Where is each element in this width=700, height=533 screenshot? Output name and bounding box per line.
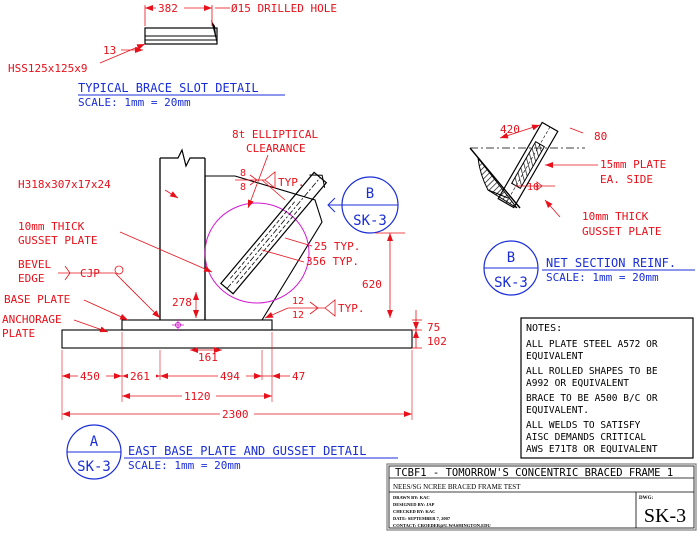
cjp-label: CJP (80, 267, 100, 280)
dim-278: 278 (172, 296, 192, 309)
dim-161: 161 (198, 351, 218, 364)
gusset-label-1: 10mm THICK (18, 220, 85, 233)
weld-12a: 12 (292, 296, 304, 307)
dim-2300: 2300 (222, 408, 249, 421)
section-b-bubble-sheet: SK-3 (494, 275, 528, 291)
dim-450: 450 (80, 370, 100, 383)
note-3-line-2: EQUIVALENT. (526, 405, 589, 416)
dim-1120: 1120 (184, 390, 211, 403)
notes-box: NOTES: ALL PLATE STEEL A572 OR EQUIVALEN… (520, 317, 694, 459)
hss-label: HSS125x125x9 (8, 62, 87, 75)
typ-label-bottom: TYP. (338, 302, 365, 315)
dim-47: 47 (292, 370, 305, 383)
project-title: TCBF1 - TOMORROW'S CONCENTRIC BRACED FRA… (395, 467, 673, 479)
title-block: TCBF1 - TOMORROW'S CONCENTRIC BRACED FRA… (386, 463, 697, 531)
note-3-line-1: BRACE TO BE A500 B/C OR (526, 393, 658, 404)
weld-10: 10 (527, 182, 539, 193)
elliptical-clearance (204, 202, 310, 304)
detail-a: H318x307x17x24 10mm THICK GUSSET PLATE B… (2, 128, 447, 480)
dim-420: 420 (500, 123, 520, 136)
dwg-number: SK-3 (644, 505, 686, 527)
column-label: H318x307x17x24 (18, 178, 111, 191)
drawn-by: DRAWN BY: KAC (393, 495, 430, 500)
section-b-bubble-letter: B (507, 250, 515, 266)
date: DATE: SEPTEMBER 7, 2007 (393, 516, 451, 521)
bevel-label-2: EDGE (18, 272, 45, 285)
gusset-hatch (477, 156, 518, 209)
base-plate (121, 319, 273, 331)
gusset-note-2: GUSSET PLATE (582, 225, 661, 238)
dim-25-typ: 25 TYP. (314, 240, 360, 253)
typ-label-top: TYP. (278, 176, 305, 189)
note-1-line-2: EQUIVALENT (526, 351, 583, 362)
detail-a-title: EAST BASE PLATE AND GUSSET DETAIL (128, 444, 366, 458)
section-b-callout-sheet: SK-3 (353, 213, 387, 229)
project-subtitle: NEES/SG NCREE BRACED FRAME TEST (393, 483, 521, 491)
notes-heading: NOTES: (526, 323, 562, 334)
break-mark (211, 20, 217, 44)
anchorage-label-2: PLATE (2, 327, 35, 340)
anchorage-label-1: ANCHORAGE (2, 313, 62, 326)
dim-75: 75 (427, 321, 440, 334)
dim-494: 494 (220, 370, 240, 383)
dim-80: 80 (594, 130, 607, 143)
note-2-line-1: ALL ROLLED SHAPES TO BE (526, 366, 658, 377)
weld-8b: 8 (240, 182, 246, 193)
gusset-label-2: GUSSET PLATE (18, 234, 97, 247)
elliptical-label-2: CLEARANCE (246, 142, 306, 155)
dim-102: 102 (427, 335, 447, 348)
note-4-line-1: ALL WELDS TO SATISFY (526, 420, 641, 431)
gusset-plate (204, 175, 323, 321)
net-section-title: NET SECTION REINF. (546, 256, 676, 270)
bevel-label-1: BEVEL (18, 258, 51, 271)
slot-detail-title: TYPICAL BRACE SLOT DETAIL (78, 81, 259, 95)
checked-by: CHECKED BY: KAC (393, 509, 435, 514)
section-b-callout-letter: B (366, 186, 374, 202)
dim-261: 261 (130, 370, 150, 383)
note-1-line-1: ALL PLATE STEEL A572 OR (526, 339, 658, 350)
dwg-label: DWG: (639, 496, 654, 501)
brace-slot-detail: 382 Ø15 DRILLED HOLE 13 HSS125x125x9 TYP… (8, 1, 337, 109)
net-section-detail: 420 80 15mm PLATE EA. SIDE 10 10mm THICK… (469, 121, 695, 296)
elliptical-label-1: 8t ELLIPTICAL (232, 128, 318, 141)
column-break (160, 148, 205, 168)
detail-a-bubble-sheet: SK-3 (77, 459, 111, 475)
slot-detail-scale: SCALE: 1mm = 20mm (78, 96, 191, 109)
dim-356-typ: 356 TYP. (306, 255, 359, 268)
contact: CONTACT: CROEDER@U.WASHINGTON.EDU (393, 523, 491, 528)
plate-note-2: EA. SIDE (600, 173, 653, 186)
note-4-line-2: AISC DEMANDS CRITICAL (526, 432, 646, 443)
note-2-line-2: A992 OR EQUIVALENT (526, 378, 629, 389)
gusset-note-1: 10mm THICK (582, 210, 649, 223)
net-section-scale: SCALE: 1mm = 20mm (546, 271, 659, 284)
dim-620: 620 (362, 278, 382, 291)
plate-note-1: 15mm PLATE (600, 158, 666, 171)
weld-8a: 8 (240, 168, 246, 179)
dim-382: 382 (158, 2, 178, 15)
drilled-hole-label: Ø15 DRILLED HOLE (231, 2, 337, 15)
base-plate-label: BASE PLATE (4, 293, 70, 306)
note-4-line-3: AWS E71T8 OR EQUIVALENT (526, 444, 658, 455)
weld-12b: 12 (292, 310, 304, 321)
dim-13: 13 (103, 44, 116, 57)
detail-a-scale: SCALE: 1mm = 20mm (128, 459, 241, 472)
detail-a-bubble-letter: A (90, 434, 99, 450)
designed-by: DESIGNED BY: JAP (393, 502, 435, 507)
anchorage-plate (61, 329, 413, 349)
